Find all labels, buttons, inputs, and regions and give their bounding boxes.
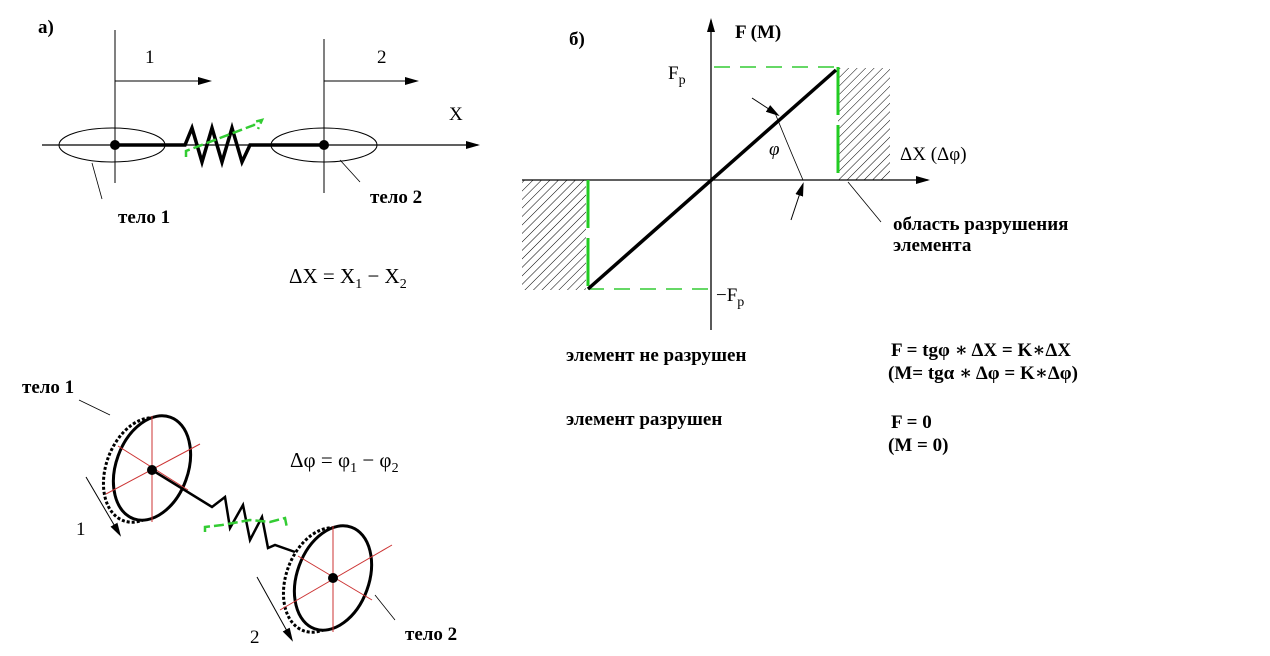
x-axis-label: X [449,104,463,125]
disk2-label: тело 2 [405,624,458,645]
failure-zone-label-2: элемента [893,235,972,256]
body1-joint [110,140,120,150]
failure-zone-right [838,68,890,180]
characteristic-line [586,68,838,291]
condition-intact-state: элемент не разрушен [566,345,747,366]
body1-label: тело 1 [118,207,171,228]
spring-failure-indicator [184,118,265,157]
disk-1 [101,414,201,524]
rotation-arrow-2 [256,576,293,642]
disk-2 [279,524,393,634]
disk1-label: тело 1 [22,377,75,398]
angle-arc [774,112,804,181]
condition-failed-state: элемент разрушен [566,409,723,430]
linear-formula: ΔX = X1 − X2 [289,264,407,292]
failure-zone-leader [847,181,882,223]
condition-intact-formula: F = tgφ ∗ ΔX = K∗ΔX [891,340,1071,361]
torsion-failure-indicator [203,516,289,532]
panel-a-label: а) [38,17,54,38]
failure-zone-left [522,180,586,290]
body2-leader [339,159,361,183]
neg-fp-label: −Fp [716,285,745,310]
disk2-leader [374,594,396,621]
body1-leader [91,162,103,200]
torsion-spring [151,468,296,554]
body2-joint [319,140,329,150]
body2-label: тело 2 [370,187,423,208]
condition-failed-formula-alt: (M = 0) [888,435,949,456]
condition-failed-formula: F = 0 [891,412,932,433]
fp-label: Fp [668,63,686,88]
y-axis-label: F (M) [735,22,782,43]
angle-arrow-bottom [790,182,804,221]
angle-label: φ [769,139,780,160]
rotation1-label: 1 [76,519,86,540]
x-axis-label-b: ΔX (Δφ) [900,144,967,165]
panel-a-linear-spring [42,30,480,200]
panel-b-characteristic-chart [522,18,930,330]
arrow1-label: 1 [145,47,155,68]
failure-boundaries [586,67,840,289]
panel-rotational-spring [78,399,396,642]
disk1-leader [78,399,111,416]
angle-arrow-top [751,97,780,117]
condition-intact-formula-alt: (M= tgα ∗ Δφ = K∗Δφ) [888,363,1078,384]
rotation2-label: 2 [250,627,260,648]
rotation-arrow-1 [85,476,122,537]
panel-b-label: б) [569,29,585,50]
arrow2-label: 2 [377,47,387,68]
limit-lines [588,66,838,290]
failure-zone-label-1: область разрушения [893,214,1069,235]
spring [115,121,324,169]
rotational-formula: Δφ = φ1 − φ2 [290,448,399,476]
